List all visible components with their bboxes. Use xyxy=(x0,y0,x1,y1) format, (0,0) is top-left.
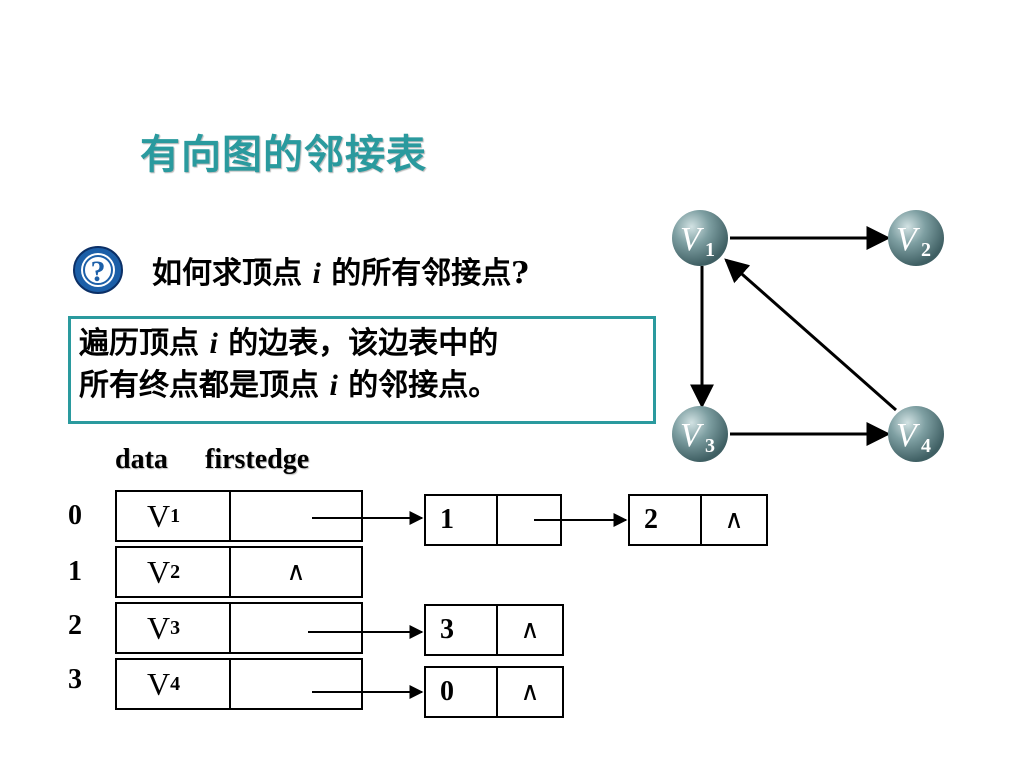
null-marker: ∧ xyxy=(520,677,540,707)
edge-node-next: ∧ xyxy=(498,668,562,716)
answer-line-2: 所有终点都是顶点 i 的邻接点。 xyxy=(79,365,645,407)
edge-v4-v1 xyxy=(724,258,897,412)
graph-node-v1: V 1 xyxy=(672,210,728,266)
graph-node-v1-sub: 1 xyxy=(705,239,715,261)
answer-line-1-b: 的边表，该边表中的 xyxy=(217,326,499,361)
question-var: i xyxy=(312,257,321,290)
edge-node-v1-b: 2 ∧ xyxy=(628,494,768,546)
page-title: 有向图的邻接表 xyxy=(140,132,427,178)
question-suffix: 的所有邻接点? xyxy=(320,256,529,291)
null-marker: ∧ xyxy=(724,505,744,535)
edge-node-adjvex: 0 xyxy=(426,668,498,716)
vertex-sub-2: 3 xyxy=(170,616,181,639)
edge-node-v1-a: 1 xyxy=(424,494,562,546)
edge-node-adjvex: 2 xyxy=(630,496,702,544)
graph-node-v4: V 4 xyxy=(888,406,944,462)
vertex-index-3: 3 xyxy=(68,664,82,695)
edge-node-next xyxy=(498,496,560,544)
answer-line-2-b: 的邻接点。 xyxy=(337,368,499,403)
vertex-firstedge-2 xyxy=(231,602,363,654)
edge-node-adjvex: 1 xyxy=(426,496,498,544)
edge-node-adjvex: 3 xyxy=(426,606,498,654)
graph-node-v4-sub: 4 xyxy=(921,435,931,457)
answer-box: 遍历顶点 i 的边表，该边表中的 所有终点都是顶点 i 的邻接点。 xyxy=(68,316,656,424)
answer-line-2-var: i xyxy=(329,369,338,402)
vertex-index-1: 1 xyxy=(68,556,82,587)
vertex-name-1: V xyxy=(147,553,171,590)
null-marker: ∧ xyxy=(520,615,540,645)
vertex-firstedge-1: ∧ xyxy=(231,546,363,598)
question-prefix: 如何求顶点 xyxy=(152,256,313,291)
vertex-sub-1: 2 xyxy=(170,560,181,583)
vertex-index-0: 0 xyxy=(68,500,82,531)
directed-graph: V 1 V 2 V 3 V 4 xyxy=(672,210,944,462)
graph-node-v3-sub: 3 xyxy=(705,435,715,457)
null-marker: ∧ xyxy=(286,557,306,587)
vertex-name-2: V xyxy=(147,609,171,646)
vertex-firstedge-3 xyxy=(231,658,363,710)
answer-line-2-a: 所有终点都是顶点 xyxy=(79,368,330,403)
vertex-index-2: 2 xyxy=(68,610,82,641)
graph-node-v2-sub: 2 xyxy=(921,239,931,261)
question-icon: ? xyxy=(73,246,123,294)
edge-node-next: ∧ xyxy=(498,606,562,654)
answer-line-1-var: i xyxy=(209,327,218,360)
vertex-firstedge-0 xyxy=(231,490,363,542)
answer-line-1: 遍历顶点 i 的边表，该边表中的 xyxy=(79,323,645,365)
question-text: 如何求顶点 i 的所有邻接点? xyxy=(152,248,529,292)
edge-node-next: ∧ xyxy=(702,496,766,544)
vertex-sub-0: 1 xyxy=(170,504,181,527)
edge-node-v4-a: 0 ∧ xyxy=(424,666,564,718)
vertex-name-3: V xyxy=(147,665,171,702)
header-firstedge: firstedge xyxy=(205,444,310,475)
graph-node-v3: V 3 xyxy=(672,406,728,462)
header-data: data xyxy=(115,444,168,475)
vertex-sub-3: 4 xyxy=(170,672,181,695)
svg-text:?: ? xyxy=(91,255,106,288)
graph-node-v2: V 2 xyxy=(888,210,944,266)
vertex-name-0: V xyxy=(147,497,171,534)
answer-line-1-a: 遍历顶点 xyxy=(79,326,210,361)
edge-node-v3-a: 3 ∧ xyxy=(424,604,564,656)
